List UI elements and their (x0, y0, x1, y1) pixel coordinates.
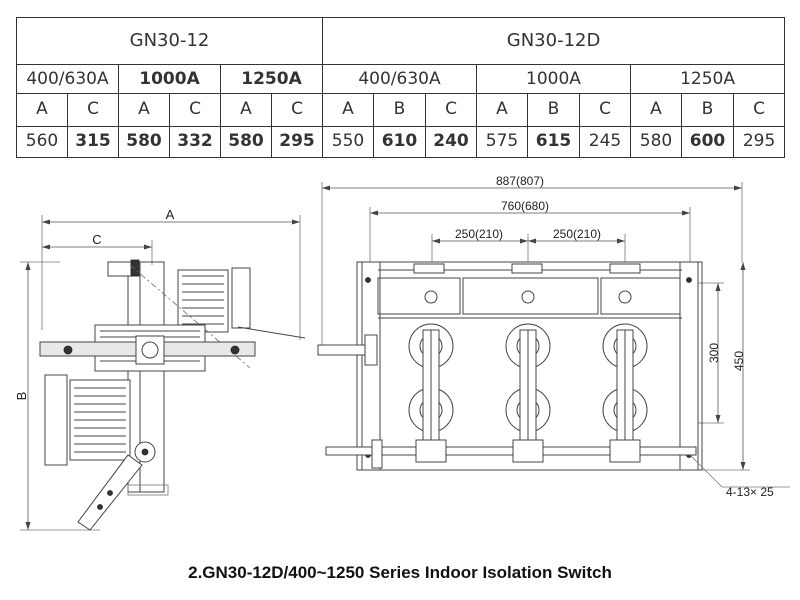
dimension-letter: A (220, 93, 272, 127)
dimension-overall: 887(807) (321, 174, 743, 345)
dimension-letter: A (118, 93, 170, 127)
dimension-pitch-right-label: 250(210) (553, 227, 601, 241)
upper-insulator (177, 267, 251, 333)
dimension-inner-label: 760(680) (501, 199, 549, 213)
dimension-value: 245 (579, 125, 631, 159)
dimension-c-label: C (92, 232, 101, 247)
dimension-value: 240 (425, 125, 477, 159)
dimension-letter: C (732, 93, 786, 127)
side-view: A C B (14, 207, 306, 531)
front-view: 887(807) 760(680) 250(210) 250(210) (317, 174, 790, 499)
figure-caption: 2.GN30-12D/400~1250 Series Indoor Isolat… (188, 563, 612, 582)
dimension-b: B (14, 261, 100, 531)
dimension-table: GN30-12 GN30-12D 400/630A 1000A 1250A 40… (16, 17, 786, 159)
dimension-pitch-left-label: 250(210) (455, 227, 503, 241)
current-header: 1000A (118, 63, 221, 95)
current-header: 1000A (476, 63, 631, 95)
pole-right (602, 323, 648, 463)
dimension-value: 560 (16, 125, 68, 159)
dimension-height: 300 450 (688, 262, 750, 471)
dimension-value: 332 (169, 125, 221, 159)
dimension-value: 315 (67, 125, 119, 159)
mounting-holes-label: 4-13× 25 (726, 485, 774, 499)
dimension-value: 615 (527, 125, 580, 159)
lower-insulator (44, 374, 131, 466)
dimension-c: C (42, 232, 153, 265)
dimension-overall-label: 887(807) (496, 174, 544, 188)
dimension-inner: 760(680) (369, 199, 691, 262)
dimension-value: 575 (476, 125, 528, 159)
dimension-pitch: 250(210) 250(210) (431, 227, 626, 262)
dimension-a-label: A (166, 207, 175, 222)
dimension-letter: C (425, 93, 477, 127)
model-header-gn30-12: GN30-12 (16, 17, 323, 65)
mounting-holes-callout: 4-13× 25 (689, 454, 790, 499)
model-header-gn30-12d: GN30-12D (321, 17, 786, 65)
dimension-b-label: B (14, 392, 29, 401)
dimension-letter: B (373, 93, 426, 127)
current-header: 1250A (629, 63, 786, 95)
dimension-value: 600 (681, 125, 734, 159)
dimension-value: 295 (732, 125, 786, 159)
dimension-height-inner-label: 300 (707, 343, 721, 363)
dimension-value: 610 (373, 125, 426, 159)
pole-left (408, 323, 454, 463)
pole-middle (505, 323, 551, 463)
dimension-value: 580 (118, 125, 170, 159)
dimension-letter: C (579, 93, 631, 127)
dimension-value: 580 (220, 125, 272, 159)
dimension-letter: A (16, 93, 68, 127)
dimension-letter: C (169, 93, 221, 127)
dimension-a: A (41, 207, 301, 340)
dimension-height-outer-label: 450 (732, 351, 746, 371)
earthing-blade (77, 441, 156, 531)
